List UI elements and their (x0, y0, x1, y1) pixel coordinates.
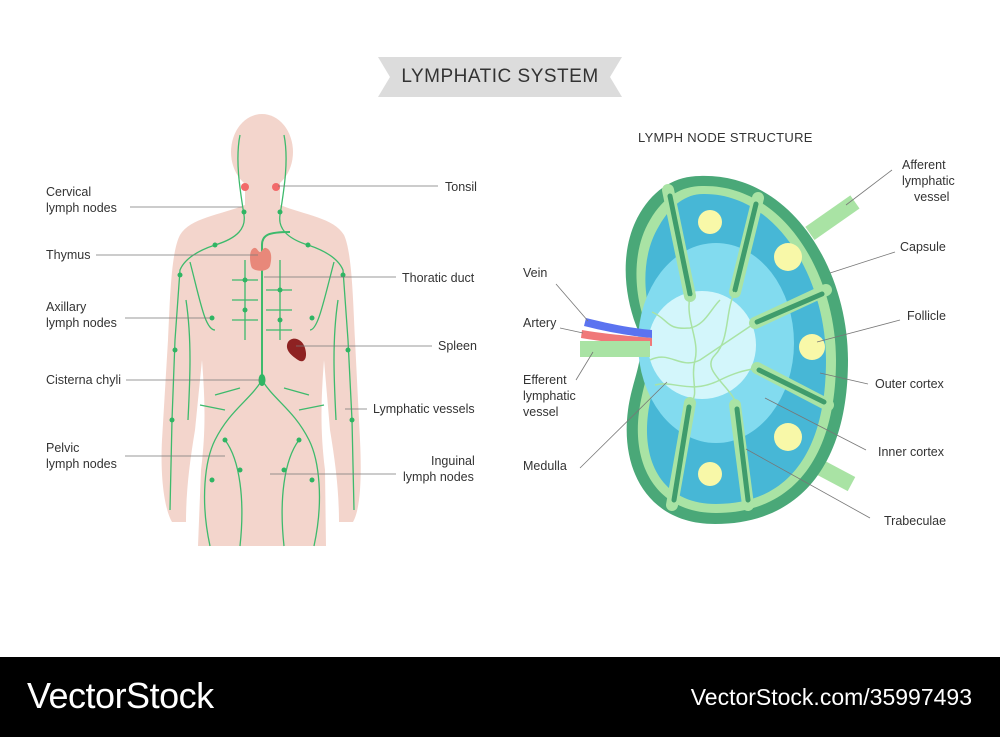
title-ribbon (378, 57, 622, 97)
label-cervical: Cervical lymph nodes (46, 184, 117, 216)
label-line: Afferent (902, 158, 946, 172)
label-line: vessel (523, 405, 559, 419)
spleen-organ (286, 338, 307, 362)
label-thymus: Thymus (46, 248, 91, 262)
label-efferent: Efferent lymphatic vessel (523, 372, 576, 420)
follicles (698, 210, 825, 486)
label-line: lymph nodes (46, 457, 117, 471)
illustration (96, 57, 901, 547)
label-follicle: Follicle (907, 309, 946, 323)
label-line: lymph nodes (46, 201, 117, 215)
body-leader-lines (96, 185, 438, 475)
lymph-node-diagram (580, 175, 860, 524)
label-vein: Vein (523, 266, 548, 280)
label-line: lymph nodes (403, 470, 474, 484)
label-axillary: Axillary lymph nodes (46, 299, 117, 331)
image-reference: VectorStock.com/35997493 (690, 684, 972, 710)
label-line: Axillary (46, 300, 87, 314)
label-cisterna-chyli: Cisterna chyli (46, 373, 122, 387)
label-lymphatic-vessels: Lymphatic vessels (373, 402, 475, 416)
label-medulla: Medulla (523, 459, 567, 473)
label-spleen: Spleen (438, 339, 477, 353)
label-line: Cervical (46, 185, 92, 199)
brand-logo: VectorStock (27, 675, 214, 716)
node-leader-lines (555, 169, 901, 519)
efferent-vessel (580, 341, 650, 357)
label-line: lymph nodes (46, 316, 117, 330)
label-line: Inguinal (431, 454, 475, 468)
node-structure-title: LYMPH NODE STRUCTURE (638, 130, 813, 145)
label-trabeculae: Trabeculae (884, 514, 947, 528)
label-capsule: Capsule (900, 240, 946, 254)
label-tonsil: Tonsil (445, 180, 477, 194)
label-inguinal: Inguinal lymph nodes (403, 453, 475, 485)
label-line: Pelvic (46, 441, 80, 455)
label-line: lymphatic (523, 389, 576, 403)
label-outer-cortex: Outer cortex (875, 377, 944, 391)
label-afferent: Afferent lymphatic vessel (902, 157, 955, 205)
label-line: Efferent (523, 373, 567, 387)
label-inner-cortex: Inner cortex (878, 445, 945, 459)
label-pelvic: Pelvic lymph nodes (46, 440, 117, 472)
cisterna-chyli-organ (258, 374, 266, 386)
footer-bar: VectorStock VectorStock.com/35997493 (0, 657, 1000, 737)
label-line: lymphatic (902, 174, 955, 188)
tonsil-left (241, 183, 249, 191)
lymph-nodes-dots (169, 209, 355, 483)
afferent-vessel-top (805, 195, 860, 241)
label-artery: Artery (523, 316, 557, 330)
tonsil-right (272, 183, 280, 191)
thymus-organ (250, 247, 272, 271)
vein (584, 318, 652, 338)
label-line: vessel (914, 190, 950, 204)
medulla (648, 291, 756, 399)
page-title: LYMPHATIC SYSTEM (401, 66, 599, 87)
label-thoratic-duct: Thoratic duct (402, 271, 475, 285)
